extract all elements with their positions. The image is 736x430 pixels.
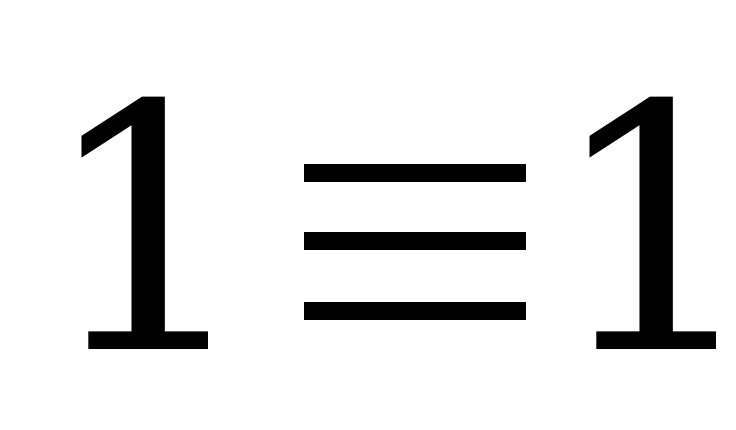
left-operand: 1 — [40, 34, 257, 430]
operator-bar-top — [304, 164, 526, 182]
operator-bar-middle — [304, 232, 526, 250]
right-operand: 1 — [548, 34, 736, 430]
equivalence-operator: ≡ — [304, 164, 526, 322]
expression-text: 1 ≡1 — [0, 0, 1, 1]
operator-bar-bottom — [304, 302, 526, 320]
